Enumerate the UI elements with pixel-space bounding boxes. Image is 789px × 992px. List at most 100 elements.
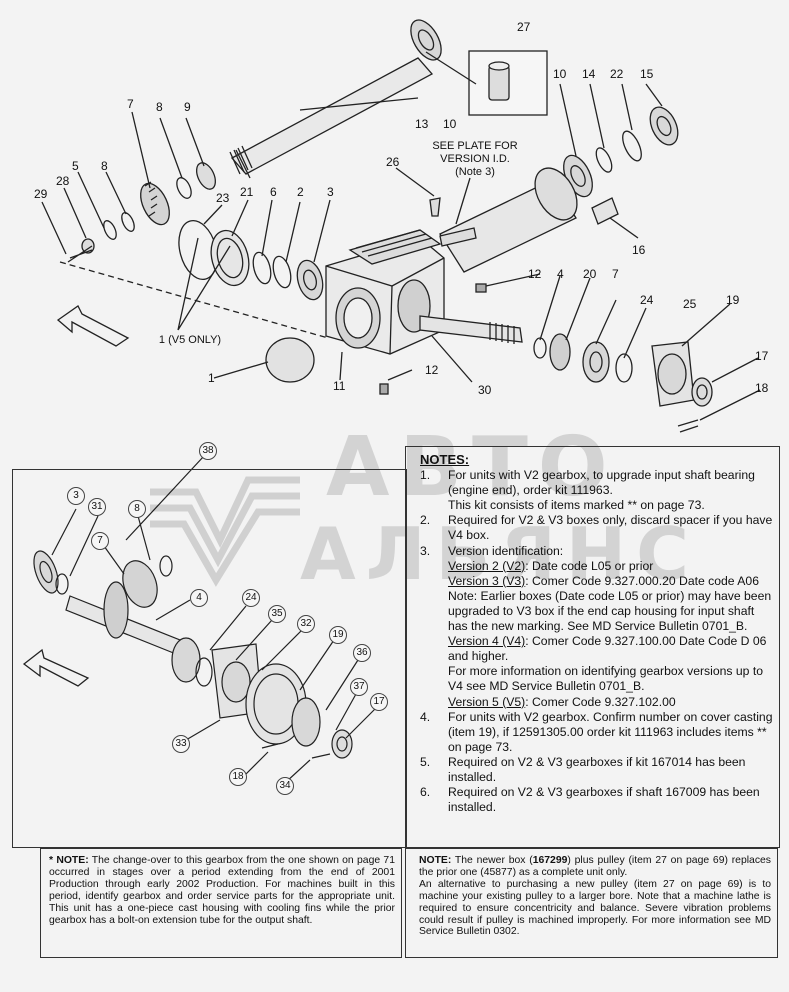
note-1-sub: This kit consists of items marked ** on …	[448, 498, 705, 513]
callout-23: 23	[216, 191, 230, 205]
version-5-text: : Comer Code 9.327.102.00	[525, 694, 676, 709]
callout-7: 7	[127, 97, 134, 111]
inset-callout-33: 33	[172, 735, 190, 753]
note-3-text: Version identification:	[448, 543, 564, 558]
notes-section: NOTES: 1. For units with V2 gearbox, to …	[420, 452, 776, 815]
inset-callout-17: 17	[370, 693, 388, 711]
inset-callout-32: 32	[297, 615, 315, 633]
callout-17: 17	[755, 349, 769, 363]
callout-8: 8	[156, 100, 163, 114]
callout-10-shaft: 10	[443, 117, 457, 131]
note-2-number: 2.	[420, 513, 431, 528]
callout-15: 15	[640, 67, 654, 81]
version-3-line: Version 3 (V3): Comer Code 9.327.000.20 …	[448, 574, 776, 589]
version-4-text: : Comer Code 9.327.100.00 Date Code D 06…	[448, 634, 767, 664]
note-4-text: For units with V2 gearbox. Confirm numbe…	[448, 709, 773, 754]
inset-detail-box	[12, 469, 407, 848]
callout-13: 13	[415, 117, 429, 131]
replacement-part-number: 167299	[532, 855, 568, 866]
changeover-note-label: * NOTE:	[49, 855, 89, 866]
note-5: 5. Required on V2 & V3 gearboxes if kit …	[420, 755, 776, 785]
callout-9: 9	[184, 100, 191, 114]
replacement-note-text2: ) plus pulley (item 27 on page 69) repla…	[419, 855, 771, 878]
changeover-note-text: The change-over to this gearbox from the…	[49, 855, 395, 926]
version-4-label: Version 4 (V4)	[448, 634, 526, 649]
callout-21: 21	[240, 185, 254, 199]
callout-10: 10	[553, 67, 567, 81]
version-2-label: Version 2 (V2)	[448, 558, 526, 573]
replacement-note-para2: An alternative to purchasing a new pulle…	[419, 878, 771, 938]
inset-callout-3: 3	[67, 487, 85, 505]
callout-5: 5	[72, 159, 79, 173]
changeover-note: * NOTE: The change-over to this gearbox …	[40, 848, 402, 958]
note-5-number: 5.	[420, 754, 431, 769]
see-plate-line3: (Note 3)	[455, 166, 495, 178]
callout-1: 1	[208, 371, 215, 385]
version-3-label: Version 3 (V3)	[448, 573, 526, 588]
callout-2: 2	[297, 185, 304, 199]
note-1: 1. For units with V2 gearbox, to upgrade…	[420, 468, 776, 513]
version-2-text: : Date code L05 or prior	[525, 558, 654, 573]
note-6: 6. Required on V2 & V3 gearboxes if shaf…	[420, 785, 776, 815]
callout-28: 28	[56, 174, 70, 188]
callout-16: 16	[632, 243, 646, 257]
version-5-label: Version 5 (V5)	[448, 694, 526, 709]
notes-title: NOTES:	[420, 452, 470, 467]
callout-3: 3	[327, 185, 334, 199]
version-3-note: Note: Earlier boxes (Date code L05 or pr…	[448, 588, 772, 634]
replacement-note-text1: The newer box (	[451, 855, 533, 866]
inset-callout-19: 19	[329, 626, 347, 644]
callout-25: 25	[683, 297, 697, 311]
callout-11: 11	[333, 379, 346, 393]
note-1-text: For units with V2 gearbox, to upgrade in…	[448, 468, 755, 498]
callout-20: 20	[583, 267, 597, 281]
note-6-number: 6.	[420, 785, 431, 800]
note-5-text: Required on V2 & V3 gearboxes if kit 167…	[448, 754, 746, 784]
callout-26: 26	[386, 155, 400, 169]
note-2-text: Required for V2 & V3 boxes only, discard…	[448, 513, 773, 543]
inset-callout-8: 8	[128, 500, 146, 518]
callout-12: 12	[528, 267, 542, 281]
inset-callout-7: 7	[91, 532, 109, 550]
see-plate-line1: SEE PLATE FOR	[432, 140, 518, 152]
replacement-note: NOTE: The newer box (167299) plus pulley…	[405, 848, 778, 958]
inset-callout-31: 31	[88, 498, 106, 516]
version-2-line: Version 2 (V2): Date code L05 or prior	[448, 559, 776, 574]
notes-box	[405, 446, 780, 848]
callout-27: 27	[517, 20, 531, 34]
inset-callout-18: 18	[229, 768, 247, 786]
callout-22: 22	[610, 67, 624, 81]
inset-callout-24: 24	[242, 589, 260, 607]
note-3: 3. Version identification: Version 2 (V2…	[420, 544, 776, 710]
note-6-text: Required on V2 & V3 gearboxes if shaft 1…	[448, 785, 760, 815]
callout-8-ring: 8	[101, 159, 108, 173]
v5-only-label: 1 (V5 ONLY)	[158, 334, 222, 346]
see-plate-line2: VERSION I.D.	[440, 153, 510, 165]
note-1-number: 1.	[420, 468, 431, 483]
callout-30: 30	[478, 383, 492, 397]
see-plate-label: SEE PLATE FOR VERSION I.D. (Note 3)	[420, 140, 530, 179]
inset-callout-37: 37	[350, 678, 368, 696]
replacement-note-label: NOTE:	[419, 855, 452, 866]
watermark-line2: АЛЬЯНС	[300, 512, 699, 596]
note-2: 2. Required for V2 & V3 boxes only, disc…	[420, 513, 776, 543]
version-3-text: : Comer Code 9.327.000.20 Date code A06	[525, 573, 759, 588]
callout-7-output: 7	[612, 267, 619, 281]
callout-19: 19	[726, 293, 740, 307]
note-4: 4. For units with V2 gearbox. Confirm nu…	[420, 710, 776, 755]
inset-callout-36: 36	[353, 644, 371, 662]
callout-24: 24	[640, 293, 654, 307]
version-4-line: Version 4 (V4): Comer Code 9.327.100.00 …	[448, 634, 776, 664]
inset-callout-34: 34	[276, 777, 294, 795]
note-4-number: 4.	[420, 709, 431, 724]
callout-29: 29	[34, 187, 48, 201]
note-3-number: 3.	[420, 543, 431, 558]
inset-callout-35: 35	[268, 605, 286, 623]
callout-14: 14	[582, 67, 596, 81]
inset-callout-4: 4	[190, 589, 208, 607]
version-5-line: Version 5 (V5): Comer Code 9.327.102.00	[448, 695, 776, 710]
callout-12-plug: 12	[425, 363, 439, 377]
